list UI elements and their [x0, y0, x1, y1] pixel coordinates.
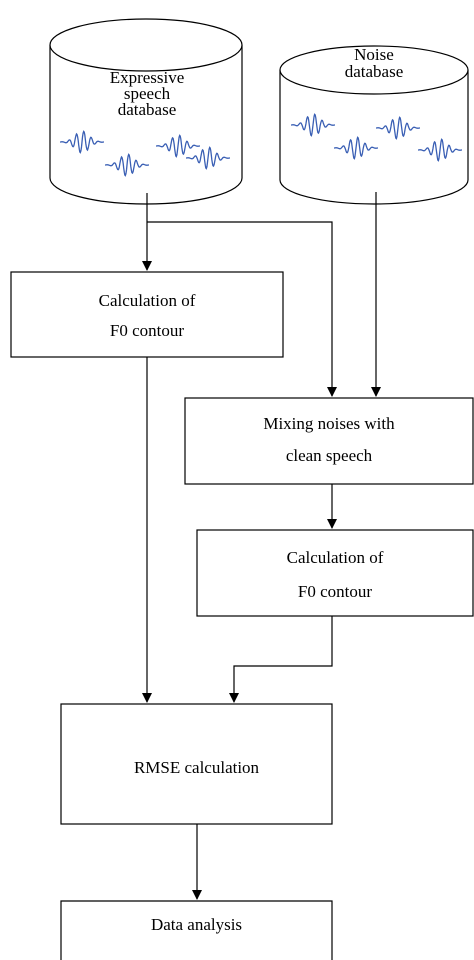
- arrow-expressive-to-mixing: [147, 221, 337, 397]
- analysis-label: Data analysis: [61, 915, 332, 935]
- waveform-icon: [376, 116, 420, 140]
- f0-noisy-line-2: F0 contour: [297, 582, 373, 601]
- waveform-icon: [334, 136, 378, 160]
- f0-noisy-label: Calculation of F0 contour: [197, 541, 473, 609]
- mixing-label: Mixing noises with clean speech: [185, 408, 473, 472]
- noise-database-label: Noise database: [314, 46, 434, 80]
- expressive-label-line-2: speech: [123, 84, 171, 103]
- expressive-label-line-1: Expressive: [109, 68, 185, 87]
- waveform-icon: [60, 130, 104, 154]
- waveform-icon-group: [60, 113, 462, 177]
- mixing-line-2: clean speech: [285, 446, 373, 465]
- waveform-icon: [291, 113, 335, 137]
- rmse-label: RMSE calculation: [61, 758, 332, 778]
- expressive-database-label: Expressive speech database: [82, 68, 212, 119]
- f0-noisy-line-1: Calculation of: [286, 548, 384, 567]
- waveform-icon: [186, 146, 230, 170]
- waveform-icon: [418, 138, 462, 162]
- expressive-speech-database-cylinder: [49, 18, 243, 205]
- f0-clean-box: [10, 271, 284, 358]
- f0-clean-label: Calculation of F0 contour: [11, 286, 283, 346]
- noise-label-line-2: database: [344, 62, 404, 81]
- expressive-label-line-3: database: [117, 100, 177, 119]
- mixing-box: [184, 397, 474, 485]
- arrow-f0-noisy-to-rmse: [229, 616, 333, 703]
- noise-database-cylinder: [279, 45, 469, 205]
- waveform-icon: [156, 134, 200, 158]
- rmse-box: [60, 703, 333, 825]
- f0-clean-line-2: F0 contour: [109, 321, 185, 340]
- analysis-box: [60, 900, 333, 960]
- analysis-line-1: Data analysis: [150, 915, 243, 934]
- f0-clean-line-1: Calculation of: [98, 291, 196, 310]
- f0-noisy-box: [196, 529, 474, 617]
- rmse-line-1: RMSE calculation: [133, 758, 260, 777]
- mixing-line-1: Mixing noises with: [263, 414, 395, 433]
- waveform-icon: [105, 153, 149, 177]
- noise-label-line-1: Noise: [354, 45, 394, 64]
